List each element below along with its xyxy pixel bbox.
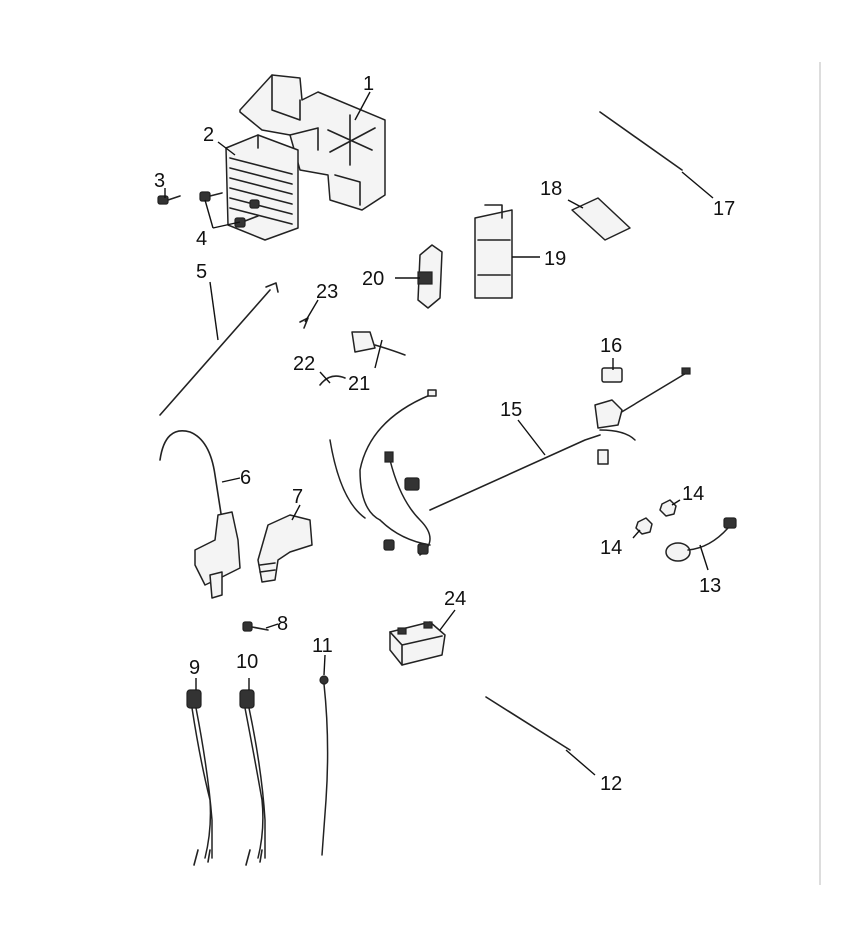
callout-7: 7 <box>292 486 303 508</box>
callout-16: 16 <box>600 335 622 357</box>
part-12-strap <box>485 696 571 751</box>
part-19-relay <box>474 204 513 299</box>
callout-9: 9 <box>189 657 200 679</box>
part-14-nuts <box>635 499 677 535</box>
callout-2: 2 <box>203 124 214 146</box>
callout-1: 1 <box>363 73 374 95</box>
part-15-wire-harness <box>329 367 691 556</box>
part-1-mounting-bracket <box>239 74 386 211</box>
callout-13: 13 <box>699 575 721 597</box>
part-5-cable <box>159 282 279 416</box>
callout-20: 20 <box>362 268 384 290</box>
part-16-fuse <box>601 367 623 383</box>
part-4-bolts <box>199 191 260 228</box>
callout-10: 10 <box>236 651 258 673</box>
part-21-connector <box>351 331 406 356</box>
part-2-regulator <box>225 134 299 241</box>
callout-23: 23 <box>316 281 338 303</box>
callout-17: 17 <box>713 198 735 220</box>
callout-21: 21 <box>348 373 370 395</box>
callout-14-right: 14 <box>682 483 704 505</box>
part-17-strap <box>599 111 683 171</box>
part-3-bolt <box>157 195 181 205</box>
part-10-socket <box>239 689 266 866</box>
callout-4: 4 <box>196 228 207 250</box>
part-24-battery <box>389 621 446 666</box>
part-22-clip <box>319 375 346 386</box>
callout-15: 15 <box>500 399 522 421</box>
part-11-lead <box>319 675 329 856</box>
part-7-plug-cap <box>257 514 313 583</box>
part-8-screw <box>242 621 269 632</box>
callout-8: 8 <box>277 613 288 635</box>
callout-3: 3 <box>154 170 165 192</box>
callout-22: 22 <box>293 353 315 375</box>
part-6-ignition-coil <box>159 430 241 599</box>
part-20-switch <box>417 244 443 309</box>
part-18-cover <box>571 197 631 241</box>
callout-12: 12 <box>600 773 622 795</box>
callout-18: 18 <box>540 178 562 200</box>
callout-labels: 1 2 3 4 5 6 7 8 9 10 11 12 13 14 14 15 1… <box>154 73 735 795</box>
callout-14-left: 14 <box>600 537 622 559</box>
callout-19: 19 <box>544 248 566 270</box>
callout-6: 6 <box>240 467 251 489</box>
callout-24: 24 <box>444 588 466 610</box>
callout-5: 5 <box>196 261 207 283</box>
callout-11: 11 <box>312 635 333 657</box>
part-13-cap <box>665 517 737 562</box>
leader-lines <box>164 91 714 776</box>
part-9-socket <box>186 689 213 866</box>
